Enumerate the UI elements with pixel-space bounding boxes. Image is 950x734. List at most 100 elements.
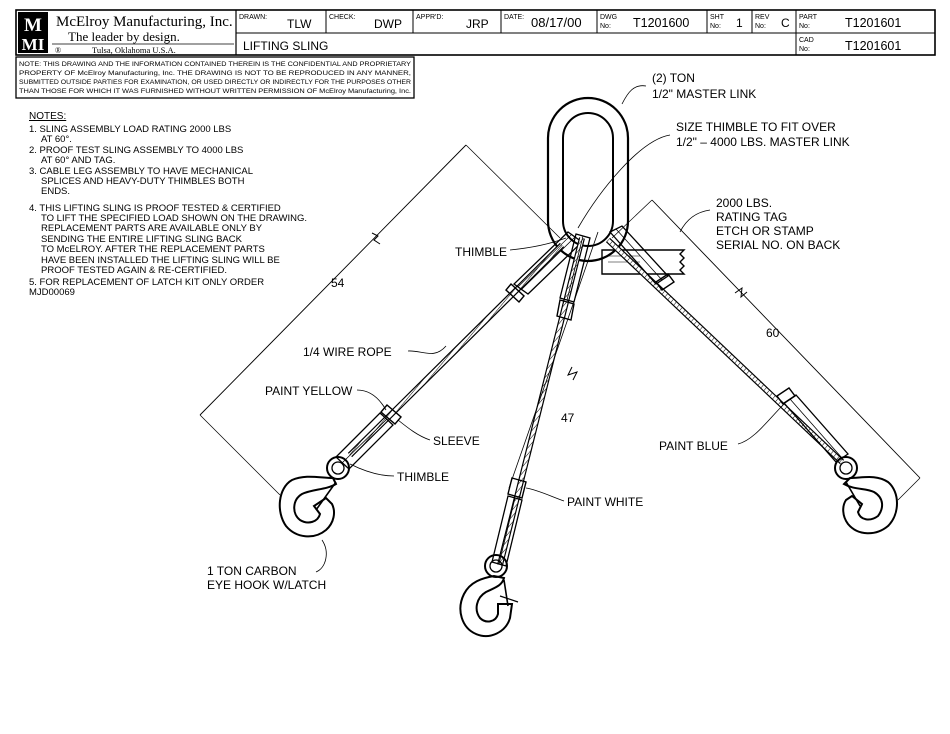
check-value: DWP [374,17,402,31]
approved-label: APPR'D: [416,14,443,21]
left-upper-sleeve [505,282,525,304]
cad-number: T1201601 [845,39,901,53]
sht-value: 1 [736,16,743,30]
rev-label-1: REV [755,14,770,21]
paint-white-label: PAINT WHITE [567,495,643,509]
confidential-line-3: SUBMITTED OUTSIDE PARTIES FOR EXAMINATIO… [19,79,411,86]
note-line: 3. CABLE LEG ASSEMBLY TO HAVE MECHANICAL [29,166,253,177]
confidential-line-2: PROPERTY OF McElroy Manufacturing, Inc. … [19,70,411,77]
hook-label-2: EYE HOOK W/LATCH [207,578,326,592]
note-line: TO McELROY. AFTER THE REPLACEMENT PARTS [41,244,265,255]
rev-label-2: No: [755,23,766,30]
dimension-left: 54 [199,144,561,496]
callout-sleeve: SLEEVE [397,419,480,448]
thimble-bottom-label: THIMBLE [397,470,449,484]
hook-label-1: 1 TON CARBON [207,564,297,578]
cad-label-1: CAD [799,37,814,44]
note-line: AT 60°. [41,134,72,145]
drawn-value: TLW [287,17,312,31]
logo-m-top: M [24,15,42,36]
middle-upper-sleeve [556,299,575,321]
rev-value: C [781,16,790,30]
sling-drawing [278,96,898,637]
left-leg [335,231,584,470]
note-line: ENDS. [41,186,70,197]
rating-tag-label-3: ETCH OR STAMP [716,224,814,238]
note-line: AT 60° AND TAG. [41,155,115,166]
rating-tag-label-1: 2000 LBS. [716,196,772,210]
left-hook [278,475,338,538]
title-block: M MI McElroy Manufacturing, Inc. The lea… [15,9,936,56]
part-number: T1201601 [845,16,901,30]
check-label: CHECK: [329,14,356,21]
dwg-label-2: No: [600,23,611,30]
company-location: Tulsa, Oklahoma U.S.A. [92,45,176,55]
sht-label-1: SHT [710,14,725,21]
callout-rating-tag: 2000 LBS. RATING TAG ETCH OR STAMP SERIA… [679,196,840,252]
company-slogan: The leader by design. [68,29,180,44]
master-link-label-2: 1/2" MASTER LINK [652,87,756,101]
paint-blue-label: PAINT BLUE [659,439,728,453]
callout-master-link: (2) TON 1/2" MASTER LINK [621,71,756,105]
middle-leg [491,233,591,567]
dimension-middle: 47 [508,231,599,489]
dwg-label-1: DWG [600,14,617,21]
part-label-1: PART [799,14,818,21]
company-logo: M MI [18,12,48,54]
dimension-middle-value: 47 [561,411,575,425]
thimble-size-label-2: 1/2" – 4000 LBS. MASTER LINK [676,135,850,149]
confidential-line-4: THAN THOSE FOR WHICH IT WAS FURNISHED WI… [19,88,411,95]
note-line: PROOF TESTED AGAIN & RE-CERTIFIED. [41,265,227,276]
callout-paint-white: PAINT WHITE [525,487,643,509]
date-value: 08/17/00 [531,15,582,30]
thimble-top-label: THIMBLE [455,245,507,259]
date-label: DATE: [504,14,524,21]
notes: NOTES: 1. SLING ASSEMBLY LOAD RATING 200… [29,111,307,298]
dwg-number: T1201600 [633,16,689,30]
rating-tag-label-2: RATING TAG [716,210,787,224]
confidential-notice: NOTE: THIS DRAWING AND THE INFORMATION C… [15,56,415,99]
drawing-title: LIFTING SLING [243,39,328,53]
dimension-left-value: 54 [331,276,345,290]
master-link [546,96,630,263]
note-line: SENDING THE ENTIRE LIFTING SLING BACK [41,234,243,245]
left-eye-thimble [326,456,350,480]
approved-value: JRP [466,17,489,31]
callout-hook: 1 TON CARBON EYE HOOK W/LATCH [207,539,327,592]
callout-paint-yellow: PAINT YELLOW [265,384,387,411]
note-line: HAVE BEEN INSTALLED THE LIFTING SLING WI… [41,255,280,266]
company-name: McElroy Manufacturing, Inc. [56,14,233,30]
note-line: SPLICES AND HEAVY-DUTY THIMBLES BOTH [41,176,245,187]
registered-mark: ® [55,46,61,55]
note-line: 4. THIS LIFTING SLING IS PROOF TESTED & … [29,203,281,214]
cad-label-2: No: [799,46,810,53]
note-line: REPLACEMENT PARTS ARE AVAILABLE ONLY BY [41,223,263,234]
right-leg [605,225,849,465]
drawn-label: DRAWN: [239,14,267,21]
paint-yellow-label: PAINT YELLOW [265,384,353,398]
thimble-size-label-1: SIZE THIMBLE TO FIT OVER [676,120,836,134]
callout-thimble-size: SIZE THIMBLE TO FIT OVER 1/2" – 4000 LBS… [577,120,850,229]
part-label-2: No: [799,23,810,30]
middle-hook [459,574,519,637]
dimension-right-value: 60 [766,326,780,340]
callout-thimble-bottom: THIMBLE [349,463,449,484]
callout-paint-blue: PAINT BLUE [659,403,785,453]
sht-label-2: No: [710,23,721,30]
left-lower-sleeve [380,404,402,425]
note-line: MJD00069 [29,287,75,298]
wire-rope-label: 1/4 WIRE ROPE [303,345,392,359]
note-line: 2. PROOF TEST SLING ASSEMBLY TO 4000 LBS [29,145,243,156]
logo-mi-bottom: MI [22,35,45,54]
master-link-label-1: (2) TON [652,71,695,85]
dimension-right: 60 [611,199,921,501]
sleeve-label: SLEEVE [433,434,480,448]
note-line: 5. FOR REPLACEMENT OF LATCH KIT ONLY ORD… [29,277,264,288]
confidential-line-1: NOTE: THIS DRAWING AND THE INFORMATION C… [19,61,412,68]
rating-tag-label-4: SERIAL NO. ON BACK [716,238,840,252]
right-upper-sleeve [654,273,676,291]
callout-wire-rope: 1/4 WIRE ROPE [303,345,447,359]
notes-heading: NOTES: [29,111,66,122]
middle-lower-sleeve [507,477,527,499]
